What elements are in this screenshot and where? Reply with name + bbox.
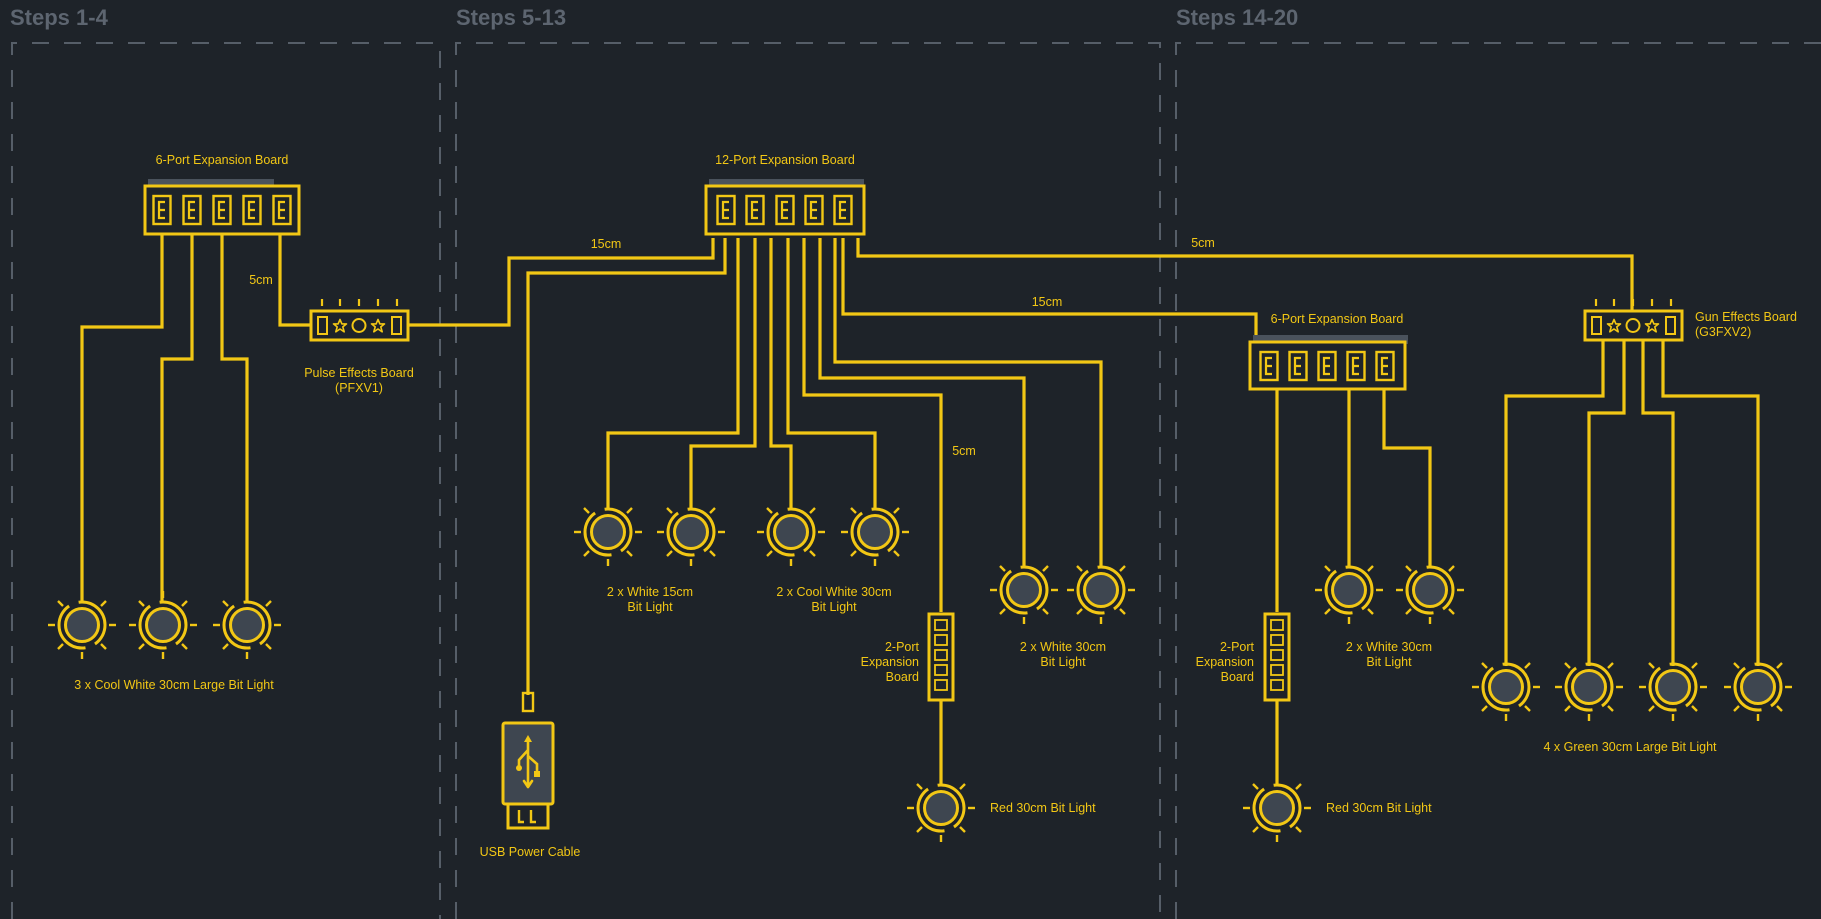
wires-section-2 <box>526 238 1634 784</box>
bit-light-icon <box>1722 651 1794 723</box>
usb-cable-icon <box>501 691 555 830</box>
board-2-port-a-label-line3: Board <box>886 670 919 684</box>
board-6-port-a-label: 6-Port Expansion Board <box>156 153 289 167</box>
expansion-board-6-port-a <box>143 179 301 236</box>
board-2-port-b-label-line1: 2-Port <box>1220 640 1255 654</box>
board-12-port-label: 12-Port Expansion Board <box>715 153 855 167</box>
expansion-board-12-port <box>704 179 866 236</box>
bit-light-icon <box>755 496 827 568</box>
cable-length-5cm-a: 5cm <box>249 273 273 287</box>
bit-light-icon <box>1470 651 1542 723</box>
bit-light-icon <box>127 589 199 661</box>
board-2-port-a-label-line2: Expansion <box>861 655 919 669</box>
board-6-port-b-label: 6-Port Expansion Board <box>1271 312 1404 326</box>
cool-white-30cm-lights-label-line1: 2 x Cool White 30cm <box>776 585 891 599</box>
green-large-lights-label: 4 x Green 30cm Large Bit Light <box>1543 740 1717 754</box>
cable-length-5cm-b: 5cm <box>1191 236 1215 250</box>
bit-light-icon <box>1241 772 1313 844</box>
section-title-steps-1-4: Steps 1-4 <box>10 5 109 30</box>
white-30cm-lights-b-label-line2: Bit Light <box>1366 655 1412 669</box>
white-30cm-lights-b-label-line1: 2 x White 30cm <box>1346 640 1432 654</box>
board-2-port-a-label-line1: 2-Port <box>885 640 920 654</box>
bit-light-icon <box>988 554 1060 626</box>
gun-effects-board <box>1583 299 1684 342</box>
red-light-b-label: Red 30cm Bit Light <box>1326 801 1432 815</box>
bit-light-icon <box>905 772 977 844</box>
bit-light-icon <box>839 496 911 568</box>
white-30cm-lights-a-label-line1: 2 x White 30cm <box>1020 640 1106 654</box>
bit-light-icon <box>1065 554 1137 626</box>
red-light-a-label: Red 30cm Bit Light <box>990 801 1096 815</box>
bit-light-icon <box>1553 651 1625 723</box>
bit-light-icon <box>211 589 283 661</box>
bit-light-icon <box>572 496 644 568</box>
bit-light-icon <box>655 496 727 568</box>
section-title-steps-5-13: Steps 5-13 <box>456 5 566 30</box>
usb-cable-label: USB Power Cable <box>480 845 581 859</box>
cool-white-large-lights-label: 3 x Cool White 30cm Large Bit Light <box>74 678 274 692</box>
board-2-port-b-label-line3: Board <box>1221 670 1254 684</box>
pulse-effects-board <box>309 299 410 342</box>
cool-white-30cm-lights-label-line2: Bit Light <box>811 600 857 614</box>
white-15cm-lights-label-line2: Bit Light <box>627 600 673 614</box>
bit-light-icon <box>1637 651 1709 723</box>
white-30cm-lights-a-label-line2: Bit Light <box>1040 655 1086 669</box>
bit-light-icon <box>1394 554 1466 626</box>
section-title-steps-14-20: Steps 14-20 <box>1176 5 1298 30</box>
wires-section-3 <box>1275 341 1760 784</box>
cable-length-15cm-a: 15cm <box>591 237 622 251</box>
board-2-port-b-label-line2: Expansion <box>1196 655 1254 669</box>
pulse-board-label-line2: (PFXV1) <box>335 381 383 395</box>
section-frames <box>11 42 1821 919</box>
bit-light-icon <box>46 589 118 661</box>
gun-board-label-line2: (G3FXV2) <box>1695 325 1751 339</box>
cable-length-5cm-c: 5cm <box>952 444 976 458</box>
gun-board-label-line1: Gun Effects Board <box>1695 310 1797 324</box>
expansion-board-6-port-b <box>1248 335 1408 391</box>
wires-section-1 <box>80 234 715 603</box>
bit-light-icon <box>1313 554 1385 626</box>
expansion-board-2-port-a <box>927 612 955 702</box>
expansion-board-2-port-b <box>1263 612 1291 702</box>
white-15cm-lights-label-line1: 2 x White 15cm <box>607 585 693 599</box>
pulse-board-label-line1: Pulse Effects Board <box>304 366 414 380</box>
cable-length-15cm-b: 15cm <box>1032 295 1063 309</box>
